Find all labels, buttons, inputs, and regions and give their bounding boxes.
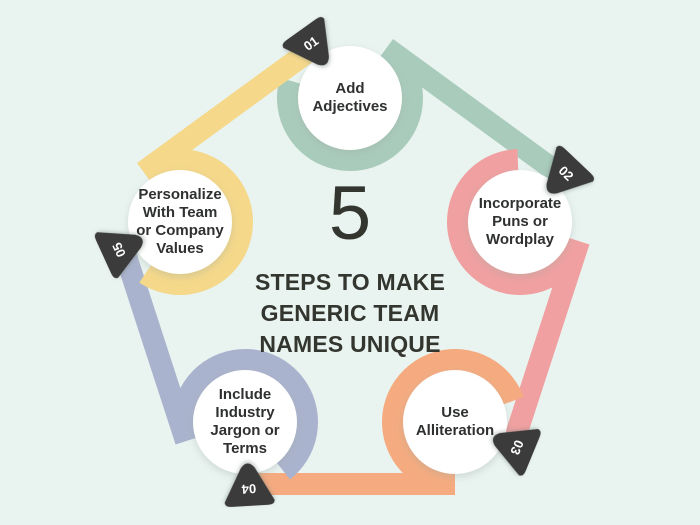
connector-arc-02 (447, 149, 590, 445)
node-circle-01[interactable] (298, 46, 402, 150)
step-badge-04[interactable]: 04 (222, 462, 275, 507)
node-circle-05[interactable] (128, 170, 232, 274)
node-badges: 01 02 03 04 05 (93, 15, 596, 507)
badge-number-03: 03 (507, 438, 526, 457)
step-badge-02[interactable]: 02 (530, 144, 596, 209)
step-badge-05[interactable]: 05 (93, 216, 152, 279)
connector-arc-05 (136, 39, 320, 295)
step-badge-03[interactable]: 03 (484, 415, 542, 477)
badge-number-05: 05 (109, 240, 129, 259)
badge-shape (492, 429, 541, 476)
node-circle-03[interactable] (403, 370, 507, 474)
connector-arcs (110, 39, 590, 495)
badge-shape (282, 17, 329, 66)
node-inner-circles (128, 46, 572, 474)
badge-number-01: 01 (301, 33, 321, 54)
badge-shape (94, 232, 143, 279)
connector-arc-03 (245, 349, 524, 495)
node-circle-02[interactable] (468, 170, 572, 274)
node-circle-04[interactable] (193, 370, 297, 474)
connector-arc-01 (277, 39, 564, 181)
badge-number-04: 04 (241, 481, 257, 497)
badge-shape (546, 145, 594, 194)
badge-shape (224, 463, 275, 507)
step-badge-01[interactable]: 01 (281, 15, 346, 79)
connector-arc-04 (110, 237, 318, 480)
